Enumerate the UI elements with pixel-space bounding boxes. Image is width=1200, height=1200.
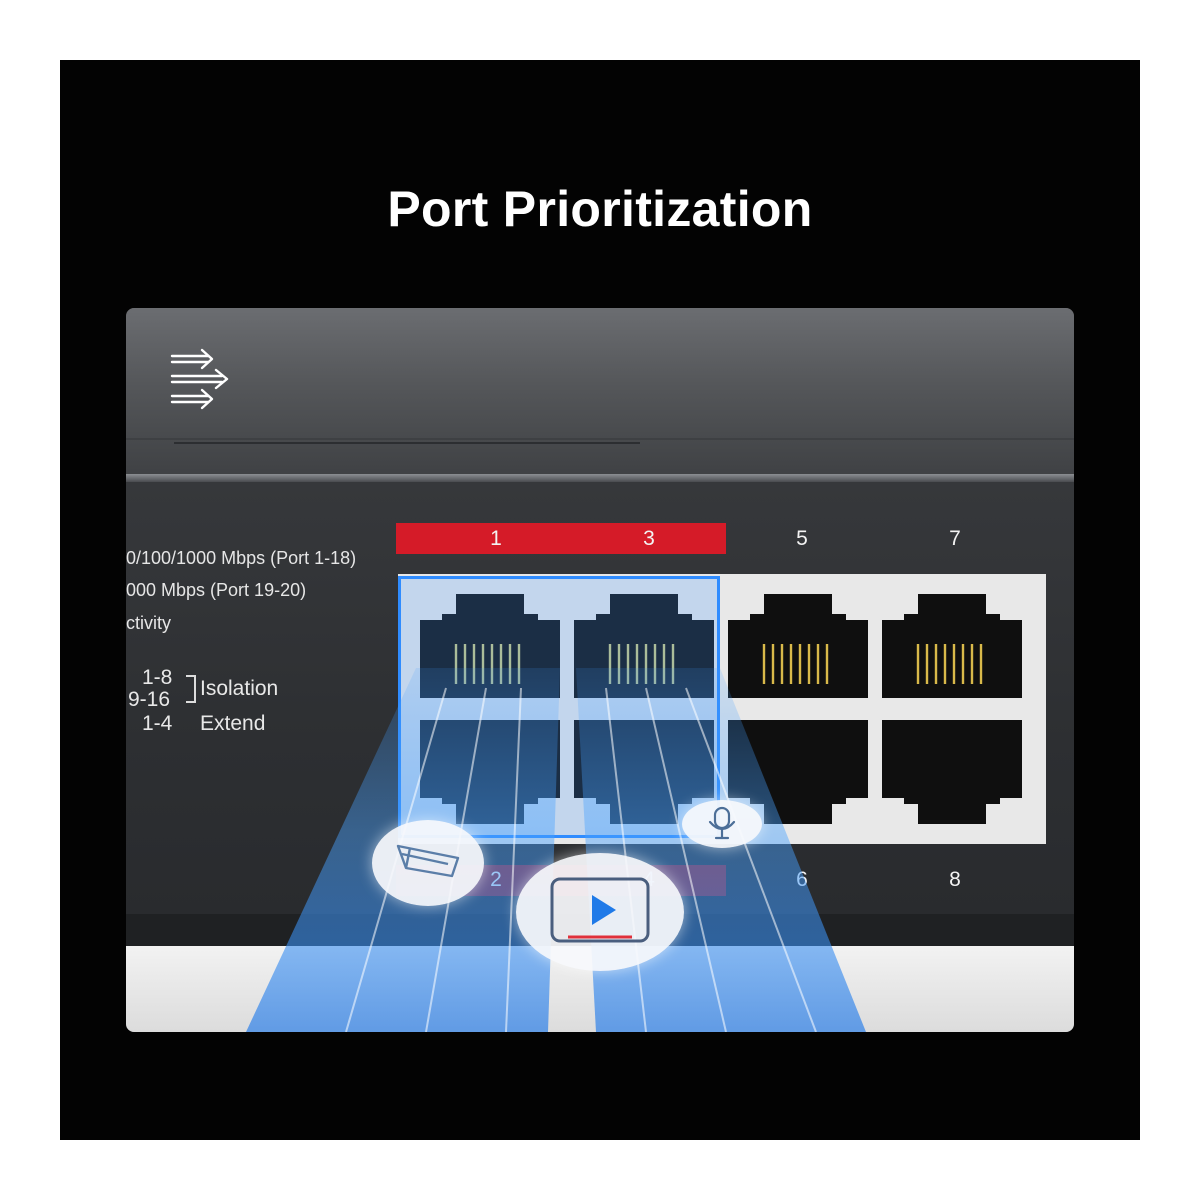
mode-extend-label: Extend xyxy=(200,712,266,735)
priority-bar-top xyxy=(396,523,726,554)
port-label-6: 6 xyxy=(796,868,808,891)
port-label-8: 8 xyxy=(949,868,961,891)
port-label-5: 5 xyxy=(796,527,808,550)
video-icon-badge xyxy=(516,853,684,971)
dip-range-1-8: 1-8 xyxy=(142,666,173,689)
spec-speed-uplink: 000 Mbps (Port 19-20) xyxy=(126,580,307,600)
chassis-lip xyxy=(126,474,1074,482)
dip-range-1-4: 1-4 xyxy=(142,712,173,735)
port-label-1: 1 xyxy=(490,527,502,550)
voice-icon-badge xyxy=(682,800,762,848)
port-label-7: 7 xyxy=(949,527,961,550)
ethernet-port-8[interactable] xyxy=(882,720,1022,832)
prioritized-ports-highlight xyxy=(398,576,720,838)
page-title: Port Prioritization xyxy=(387,181,813,237)
dip-range-9-16: 9-16 xyxy=(128,688,171,711)
ethernet-port-5[interactable] xyxy=(728,586,868,698)
panel-edge xyxy=(126,438,1074,440)
mode-isolation-label: Isolation xyxy=(200,677,279,700)
gaming-icon xyxy=(396,844,460,878)
ethernet-port-7[interactable] xyxy=(882,586,1022,698)
video-play-icon xyxy=(550,877,650,943)
gaming-icon-badge xyxy=(372,820,484,906)
traffic-flow-icon xyxy=(170,348,229,410)
image-frame: Port Prioritization 0/100/1000 Mbps (Por… xyxy=(60,60,1140,1140)
panel-groove xyxy=(174,442,640,444)
port-label-3: 3 xyxy=(643,527,655,550)
dip-bracket xyxy=(186,675,196,703)
spec-speed-ports: 0/100/1000 Mbps (Port 1-18) xyxy=(126,548,357,568)
voice-icon xyxy=(708,806,736,840)
spec-activity: ctivity xyxy=(126,613,171,633)
network-switch: 0/100/1000 Mbps (Port 1-18) 000 Mbps (Po… xyxy=(126,308,1074,1032)
switch-top-panel xyxy=(126,308,1074,476)
